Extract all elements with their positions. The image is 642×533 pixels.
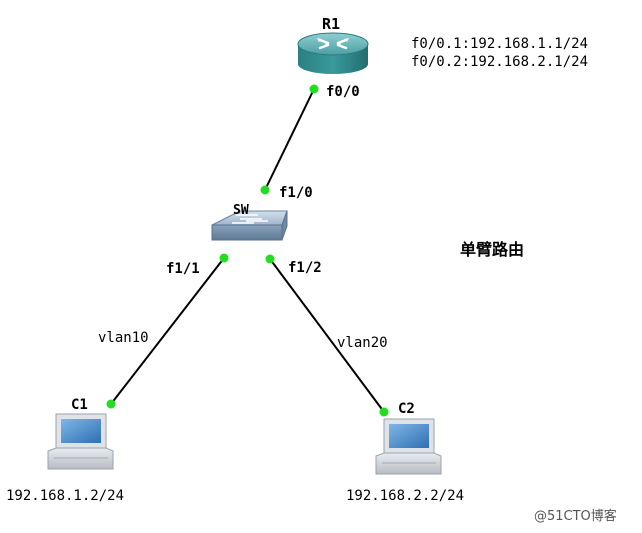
router-port-label: f0/0	[326, 84, 360, 100]
pc-icon[interactable]	[375, 418, 442, 475]
subinterface-2: f0/0.2:192.168.2.1/24	[411, 54, 588, 70]
switch-left-port-label: f1/1	[166, 261, 200, 277]
port-dot-sw-f1-2	[265, 254, 275, 264]
subinterface-1: f0/0.1:192.168.1.1/24	[411, 36, 588, 52]
switch-name: SW	[233, 203, 249, 218]
port-dot-r1-f0-0	[309, 84, 319, 94]
router-name: R1	[322, 15, 340, 33]
watermark: @51CTO博客	[534, 508, 617, 524]
host-c2-name: C2	[398, 401, 415, 417]
link-r1-sw	[264, 88, 315, 191]
pc-icon[interactable]	[47, 413, 114, 470]
vlan-label-c2: vlan20	[337, 335, 388, 351]
port-dot-c2	[379, 407, 389, 417]
diagram-title: 单臂路由	[460, 240, 524, 259]
vlan-label-c1: vlan10	[98, 330, 149, 346]
host-c1-name: C1	[71, 397, 88, 413]
switch-icon[interactable]	[211, 210, 288, 241]
host-c1-ip: 192.168.1.2/24	[6, 488, 124, 504]
port-dot-sw-f1-0	[260, 185, 270, 195]
host-c2-ip: 192.168.2.2/24	[346, 488, 464, 504]
link-sw-c2	[269, 258, 385, 413]
link-sw-c1	[110, 257, 225, 405]
port-dot-sw-f1-1	[219, 253, 229, 263]
switch-right-port-label: f1/2	[288, 260, 322, 276]
router-icon[interactable]	[297, 32, 369, 74]
switch-uplink-label: f1/0	[279, 185, 313, 201]
port-dot-c1	[106, 399, 116, 409]
